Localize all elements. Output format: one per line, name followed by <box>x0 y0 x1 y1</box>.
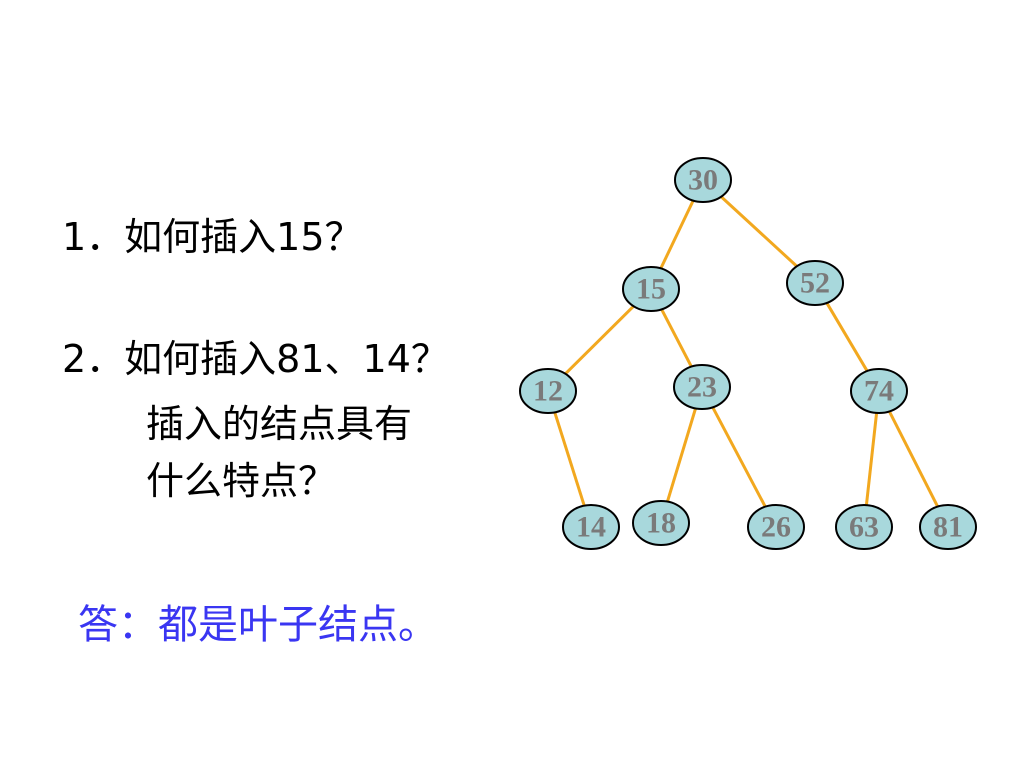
node-label: 23 <box>687 371 717 404</box>
tree-node-18: 18 <box>632 500 690 546</box>
edge-30-15 <box>659 199 695 270</box>
node-label: 26 <box>761 511 791 544</box>
tree-node-63: 63 <box>835 504 893 550</box>
node-circle <box>562 504 620 550</box>
node-label: 18 <box>646 507 676 540</box>
node-circle <box>747 504 805 550</box>
node-circle <box>519 368 577 414</box>
node-circle <box>674 157 732 203</box>
node-label: 81 <box>933 511 963 544</box>
node-label: 74 <box>864 375 894 408</box>
edge-12-14 <box>553 411 586 507</box>
node-circle <box>919 504 977 550</box>
question-1: 1．如何插入15？ <box>62 215 363 259</box>
edge-74-81 <box>888 410 939 508</box>
question-2: 2．如何插入81、14？ <box>62 337 449 381</box>
node-circle <box>835 504 893 550</box>
tree-node-26: 26 <box>747 504 805 550</box>
node-circle <box>632 500 690 546</box>
node-label: 15 <box>636 273 666 306</box>
node-circle <box>786 260 844 306</box>
node-label: 63 <box>849 511 879 544</box>
node-circle <box>673 364 731 410</box>
edge-30-52 <box>720 195 798 268</box>
node-circle <box>622 266 680 312</box>
edge-23-26 <box>711 406 767 508</box>
tree-node-12: 12 <box>519 368 577 414</box>
edge-74-63 <box>864 412 879 506</box>
edge-23-18 <box>666 407 697 503</box>
node-circle <box>850 368 908 414</box>
tree-node-52: 52 <box>786 260 844 306</box>
node-label: 12 <box>533 375 563 408</box>
tree-node-14: 14 <box>562 504 620 550</box>
edge-15-23 <box>660 308 693 368</box>
node-label: 14 <box>576 511 606 544</box>
tree-node-15: 15 <box>622 266 680 312</box>
node-label: 52 <box>800 267 830 300</box>
node-label: 30 <box>688 164 718 197</box>
answer-text: 答：都是叶子结点。 <box>78 602 438 648</box>
edge-15-12 <box>564 305 635 375</box>
tree-edges <box>553 195 939 508</box>
edge-52-74 <box>825 302 869 372</box>
question-2-line-2: 插入的结点具有 <box>146 402 413 446</box>
tree-node-74: 74 <box>850 368 908 414</box>
tree-node-81: 81 <box>919 504 977 550</box>
tree-nodes: 30 15 52 12 23 74 14 18 26 63 81 <box>519 157 977 550</box>
tree-node-23: 23 <box>673 364 731 410</box>
tree-node-30: 30 <box>674 157 732 203</box>
question-2-line-3: 什么特点？ <box>146 459 337 503</box>
